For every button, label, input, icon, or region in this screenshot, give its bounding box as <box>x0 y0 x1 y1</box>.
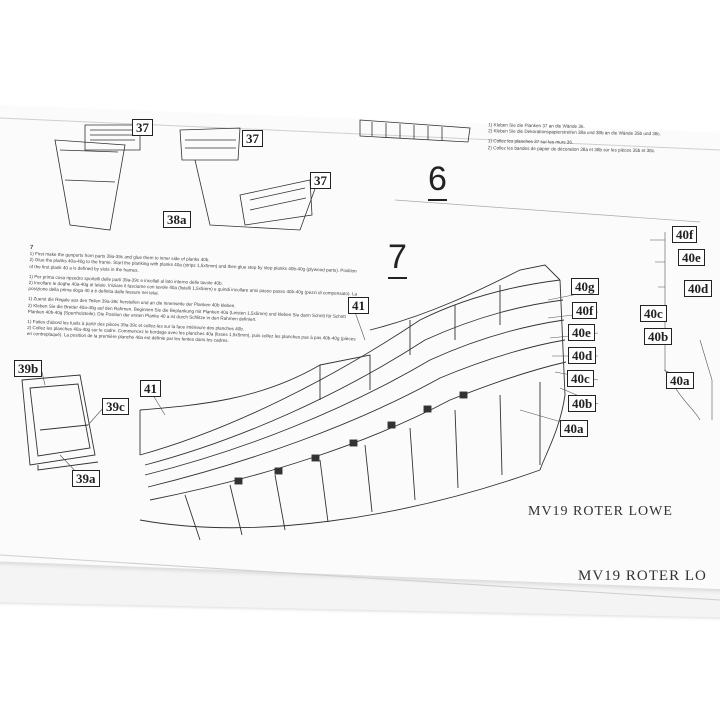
side-label-40c: 40c <box>640 305 667 322</box>
part-label-40d: 40d <box>568 347 597 364</box>
part-label-39c: 39c <box>102 398 129 415</box>
part-label-40c: 40c <box>567 370 594 387</box>
step6-assembly-left <box>54 124 141 231</box>
step7-instructions: 7 1) First make the gunports from parts … <box>27 245 360 349</box>
part-label-41a: 41 <box>348 297 369 314</box>
part-label-40f: 40f <box>572 302 598 319</box>
step6-assembly-middle <box>179 127 321 231</box>
part-label-39a: 39a <box>72 470 100 487</box>
model-title-lower: MV19 ROTER LO <box>578 568 707 584</box>
part-label-40a: 40a <box>560 420 588 437</box>
part-label-39b: 39b <box>14 360 43 377</box>
part-label-40e: 40e <box>568 324 595 341</box>
step-number-6: 6 <box>428 160 447 201</box>
part-label-38a: 38a <box>163 211 191 228</box>
part-label-37a: 37 <box>132 119 153 136</box>
side-label-40f: 40f <box>672 226 698 243</box>
ship-hull <box>139 264 567 541</box>
side-label-40e: 40e <box>678 249 705 266</box>
side-label-40d: 40d <box>684 280 713 297</box>
part-label-37b: 37 <box>242 130 263 147</box>
top-right-instructions: 1) Kleben Sie die Planken 37 an die Wänd… <box>488 122 688 154</box>
side-label-40b: 40b <box>644 328 673 345</box>
step-number-7: 7 <box>388 238 407 279</box>
step6-assembly-right <box>359 119 471 143</box>
part-label-40b: 40b <box>568 395 597 412</box>
gunport-detail <box>21 374 99 471</box>
model-title: MV19 ROTER LOWE <box>528 504 673 519</box>
part-label-37c: 37 <box>310 172 331 189</box>
part-label-40g: 40g <box>571 278 599 295</box>
part-label-41b: 41 <box>140 380 161 397</box>
side-label-40a: 40a <box>666 372 694 389</box>
